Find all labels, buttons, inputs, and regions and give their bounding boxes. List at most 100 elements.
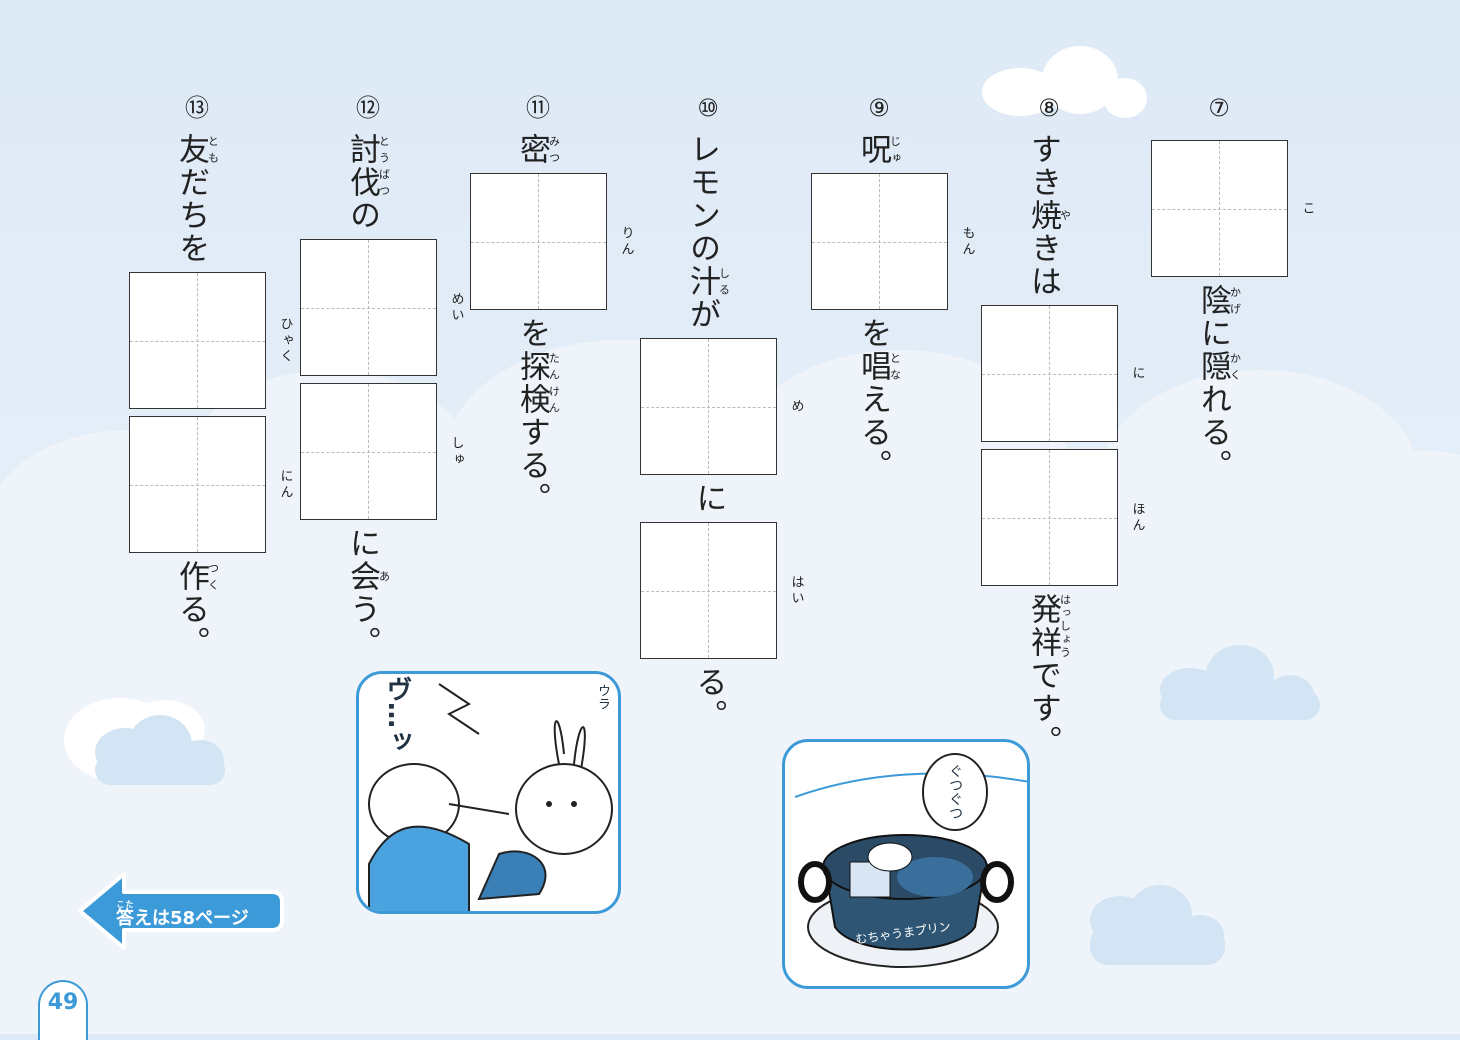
pot-drawing <box>794 753 1027 968</box>
kana-text: する。 <box>514 416 550 515</box>
illustration-chiikawa-usagi: ヴ…ッ ウラ <box>356 671 621 914</box>
illustration-sukiyaki-pot: ぐつぐつ むちゃうまプリン <box>782 739 1030 989</box>
box-reading: ほん <box>1129 501 1145 534</box>
kana-text: を <box>514 317 550 350</box>
answer-ruby: こた <box>116 900 134 909</box>
kana-text: だちを <box>173 166 209 265</box>
kanji-answer-box[interactable]: に <box>980 305 1145 442</box>
kana-text: レモンの <box>684 133 720 265</box>
kanji-answer-box[interactable]: め <box>639 338 804 475</box>
kanji-text: 唱 <box>855 350 891 383</box>
kana-text: すき <box>1025 133 1061 199</box>
answer-text: えは58ページ <box>134 908 249 929</box>
question-number: ⑨ <box>868 94 890 122</box>
kana-text: の <box>344 199 380 232</box>
question-column: レモンの汁しるがめにはいる。 <box>628 133 804 732</box>
furigana: じゅ <box>888 133 902 166</box>
kana-text: きは <box>1025 232 1061 298</box>
question-column: 友ともだちをひゃくにん作つくる。 <box>117 133 293 659</box>
furigana: や <box>1058 199 1072 232</box>
kana-text: です。 <box>1025 659 1061 758</box>
furigana: しる <box>717 265 731 298</box>
kana-text: が <box>684 298 720 331</box>
kanji-text: 呪 <box>855 133 891 166</box>
sentence-text: 呪じゅ <box>855 133 902 166</box>
furigana: はっしょう <box>1058 593 1072 659</box>
question-column: こ陰かげに隠かくれる。 <box>1139 140 1315 482</box>
furigana: とな <box>888 350 902 383</box>
kanji-answer-box[interactable]: にん <box>128 416 293 553</box>
sentence-text: 討伐とうばつの <box>344 133 391 232</box>
box-reading: りん <box>618 225 634 258</box>
kanji-answer-box[interactable]: ほん <box>980 449 1145 586</box>
sentence-text: を探検たんけんする。 <box>514 317 561 515</box>
sentence-text: に会あう。 <box>344 527 391 659</box>
kanji-answer-box[interactable]: こ <box>1150 140 1315 277</box>
kana-text: を <box>855 317 891 350</box>
kanji-text: 友 <box>173 133 209 166</box>
kanji-answer-box[interactable]: もん <box>810 173 975 310</box>
kanji-answer-box[interactable]: はい <box>639 522 804 659</box>
question-number: ⑫ <box>356 94 380 122</box>
box-reading: こ <box>1299 200 1315 217</box>
kana-text: に <box>344 527 380 560</box>
question-number: ⑦ <box>1208 94 1230 122</box>
kanji-text: 密 <box>514 133 550 166</box>
sentence-text: 密みつ <box>514 133 561 166</box>
usagi-drawing <box>368 683 613 911</box>
sentence-text: 発祥はっしょうです。 <box>1025 593 1072 758</box>
answer-page-link[interactable]: 答こたえは58ページ <box>116 900 249 930</box>
furigana: かく <box>1228 350 1242 383</box>
furigana: とも <box>206 133 220 166</box>
kanji-answer-box[interactable]: ひゃく <box>128 272 293 409</box>
question-column: 密みつりんを探検たんけんする。 <box>458 133 634 515</box>
sfx-text-2: ウラ <box>595 684 610 710</box>
kana-text: う。 <box>344 593 380 659</box>
sentence-text: る。 <box>690 666 727 732</box>
sentence-text: レモンの汁しるが <box>684 133 731 331</box>
furigana: みつ <box>547 133 561 166</box>
box-reading: ひゃく <box>277 316 293 365</box>
box-reading: しゅ <box>448 435 464 468</box>
sentence-text: 友ともだちを <box>173 133 220 265</box>
sentence-text: に <box>690 482 727 515</box>
page-number: 49 <box>38 980 88 1040</box>
kana-text: に <box>690 482 727 515</box>
kana-text: れる。 <box>1195 383 1231 482</box>
question-column: 討伐とうばつのめいしゅに会あう。 <box>288 133 464 659</box>
box-reading: はい <box>788 574 804 607</box>
sfx-text: ぐつぐつ <box>947 764 963 820</box>
white-cloud <box>982 46 1147 118</box>
kanji-text: 探検 <box>514 350 550 416</box>
box-reading: め <box>788 398 804 415</box>
question-number: ⑪ <box>526 94 550 122</box>
kanji-answer-box[interactable]: めい <box>299 239 464 376</box>
sfx-text: ヴ…ッ <box>382 676 412 754</box>
sentence-text: すき焼やきは <box>1025 133 1072 298</box>
answer-kanji: 答 <box>116 908 134 929</box>
question-number: ⑬ <box>185 94 209 122</box>
question-column: 呪じゅもんを唱となえる。 <box>799 133 975 482</box>
box-reading: に <box>1129 365 1145 382</box>
sentence-text: を唱となえる。 <box>855 317 902 482</box>
box-reading: めい <box>448 291 464 324</box>
kana-text: に <box>1195 317 1231 350</box>
kanji-text: 討伐 <box>344 133 380 199</box>
kanji-text: 陰 <box>1195 284 1231 317</box>
kanji-text: 焼 <box>1025 199 1061 232</box>
kanji-text: 作 <box>173 560 209 593</box>
kana-text: る。 <box>690 666 727 732</box>
kanji-answer-box[interactable]: しゅ <box>299 383 464 520</box>
furigana: つく <box>206 560 220 593</box>
sentence-text: 作つくる。 <box>173 560 220 659</box>
furigana: あ <box>377 560 391 593</box>
box-reading: にん <box>277 468 293 501</box>
kana-text: える。 <box>855 383 891 482</box>
furigana: たんけん <box>547 350 561 416</box>
kanji-answer-box[interactable]: りん <box>469 173 634 310</box>
furigana: かげ <box>1228 284 1242 317</box>
question-number: ⑧ <box>1038 94 1060 122</box>
question-number: ⑩ <box>697 94 719 122</box>
kana-text: る。 <box>173 593 209 659</box>
answer-arrow-icon[interactable] <box>76 870 286 952</box>
